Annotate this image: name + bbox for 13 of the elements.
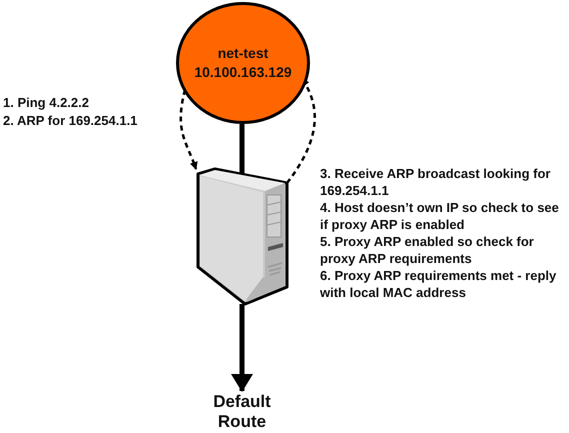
host-name: net-test xyxy=(218,44,268,63)
arrow xyxy=(231,304,253,392)
ip-address: 10.100.163.129 xyxy=(194,63,292,82)
step-note: 2. ARP for 169.254.1.1 xyxy=(3,112,138,129)
connector-line xyxy=(240,124,244,175)
step-note: 3. Receive ARP broadcast looking for 169.254.1.1 xyxy=(320,165,552,199)
dashed-arrow xyxy=(180,90,198,170)
step-note: 4. Host doesn’t own IP so check to see if proxy ARP is enabled xyxy=(320,199,560,233)
step-note: 5. Proxy ARP enabled so check for proxy ARP requirements xyxy=(320,233,535,267)
server-drawing xyxy=(195,167,290,307)
route-label: Default Route xyxy=(212,392,272,432)
step-note: 1. Ping 4.2.2.2 xyxy=(3,94,90,111)
step-note: 6. Proxy ARP requirements met - reply with local MAC address xyxy=(320,267,558,301)
